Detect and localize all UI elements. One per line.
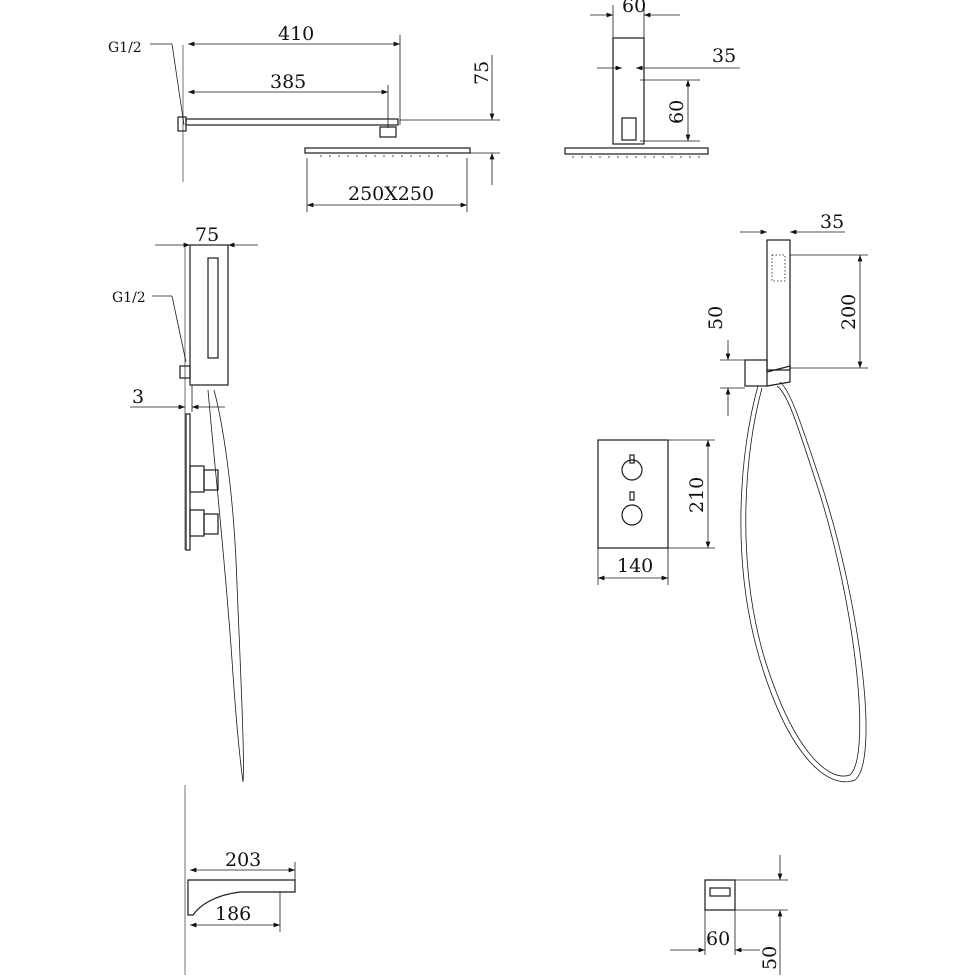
dim-60v-label: 60: [666, 100, 688, 124]
wall-outlet: [179, 365, 191, 379]
valve-plate: [597, 439, 669, 549]
arm-connector-front: [621, 117, 637, 141]
thread-leader: [150, 43, 185, 126]
valve-plate-front-view: 210 140: [597, 439, 715, 585]
dim-75-label: 75: [471, 61, 493, 85]
spout: [187, 879, 296, 916]
thread-leader: [152, 295, 187, 363]
spout-side-view: 203 186: [184, 785, 296, 975]
spout-front-view: 50 60: [670, 855, 788, 975]
shower-head: [304, 147, 471, 154]
dim-410-label: 410: [278, 23, 314, 45]
dim-186-label: 186: [215, 903, 251, 925]
spout-front: [704, 879, 736, 911]
dim-60-label: 60: [622, 0, 646, 17]
dim-35h-label: 35: [820, 211, 844, 233]
hand-shower-body: [766, 239, 791, 371]
dim-35-label: 35: [712, 45, 736, 67]
rain-shower-side-view: G1/2 410 385 75 250X250: [108, 23, 500, 212]
rain-shower-front-view: 60 35 60: [564, 0, 740, 158]
holder-body: [189, 244, 229, 386]
shower-system-side-view: 75 G1/2 3: [112, 224, 258, 783]
hose-inner: [745, 385, 861, 777]
thread-label-mid: G1/2: [112, 290, 146, 306]
dim-60s-label: 60: [706, 928, 730, 950]
thread-label: G1/2: [108, 40, 142, 56]
arm-connector: [379, 126, 397, 138]
wall-flange: [177, 116, 187, 132]
valve-knob-2: [189, 509, 205, 537]
dim-3-label: 3: [132, 386, 144, 408]
spray-face: [771, 254, 786, 282]
bracket-elbow: [766, 365, 791, 387]
hose: [740, 381, 867, 783]
dim-50-label: 50: [705, 306, 727, 330]
shower-head-front: [564, 147, 709, 155]
dim-50s-label: 50: [759, 946, 781, 970]
dim-385-label: 385: [270, 71, 306, 93]
hose-side: [207, 389, 244, 783]
hand-shower-side: [207, 257, 219, 359]
dim-140-label: 140: [617, 555, 653, 577]
valve-plate-side: [185, 413, 191, 551]
valve-knob-1: [189, 465, 205, 493]
knob-2: [621, 504, 643, 526]
hand-shower-front-view: 35 200 50: [705, 211, 868, 783]
valve-knob-2b: [203, 513, 219, 535]
spout-opening: [709, 887, 731, 897]
dim-203-label: 203: [225, 849, 261, 871]
dim-200-label: 200: [838, 294, 860, 330]
dim-250-label: 250X250: [348, 183, 434, 205]
knob-1: [621, 459, 643, 481]
knob-2-indicator: [629, 491, 635, 501]
knob-1-indicator: [629, 454, 635, 464]
dim-75m-label: 75: [195, 224, 219, 246]
valve-knob-1b: [203, 469, 219, 491]
arm-front: [612, 37, 645, 145]
wall-bracket: [744, 359, 768, 387]
dim-210-label: 210: [686, 477, 708, 513]
shower-arm: [185, 118, 399, 126]
